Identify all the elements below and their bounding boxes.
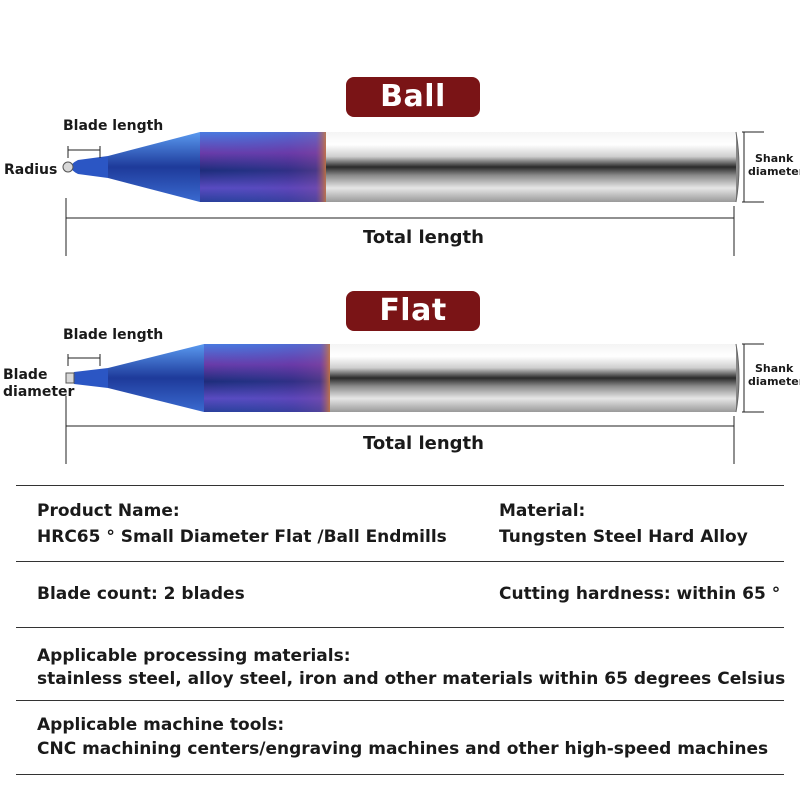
table-divider [16,700,784,701]
flat-total-length-label: Total length [363,433,484,454]
flat-flute [70,368,108,388]
ball-shank-end [735,131,740,203]
flat-endmill-drawing [65,343,764,464]
cutting-hardness: Cutting hardness: within 65 ° [499,584,781,604]
ball-taper [108,132,200,202]
ball-total-length-label: Total length [363,227,484,248]
flat-shank-label-1: Shank [755,362,794,375]
ball-shank [322,132,736,202]
material-label: Material: [499,501,586,521]
flat-shank-label-2: diameter [748,375,800,388]
flat-blade-diameter-label-1: Blade [3,367,48,383]
ball-blade-length-label: Blade length [63,118,164,134]
material-value: Tungsten Steel Hard Alloy [499,527,748,547]
ball-endmill-drawing [62,131,764,256]
applicable-materials-label: Applicable processing materials: [37,646,351,666]
flat-blade-diameter-label-2: diameter [3,384,75,400]
flat-tip [65,372,75,384]
ball-shank-label-2: diameter [748,165,800,178]
table-divider [16,627,784,628]
table-divider [16,561,784,562]
table-divider [16,774,784,775]
product-name-label: Product Name: [37,501,180,521]
machine-tools-value: CNC machining centers/engraving machines… [37,739,769,759]
ball-flute [71,156,108,178]
table-divider [16,485,784,486]
machine-tools-label: Applicable machine tools: [37,715,285,735]
flat-badge: Flat [346,291,480,331]
applicable-materials-value: stainless steel, alloy steel, iron and o… [37,669,786,689]
product-name-value: HRC65 ° Small Diameter Flat /Ball Endmil… [37,527,447,547]
ball-shank-label-1: Shank [755,152,794,165]
ball-tip [62,161,74,173]
ball-radius-label: Radius [4,162,58,178]
flat-shank-end [735,343,740,413]
flat-taper [108,344,204,412]
flat-shank [326,344,736,412]
flat-blade-length-label: Blade length [63,327,164,343]
blade-count: Blade count: 2 blades [37,584,245,604]
ball-badge: Ball [346,77,480,117]
